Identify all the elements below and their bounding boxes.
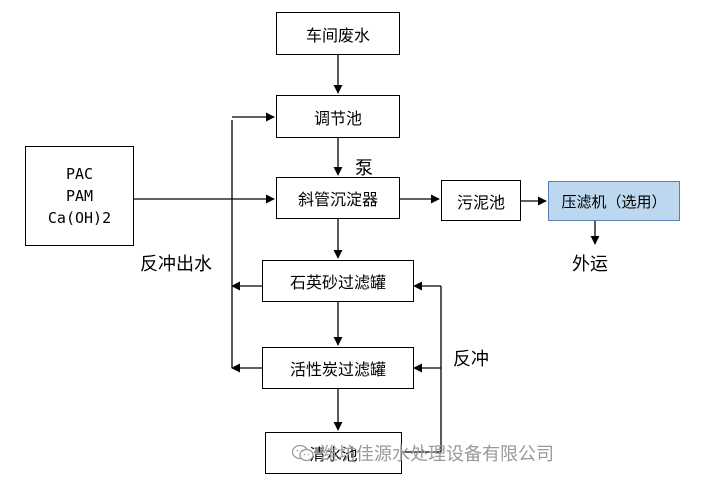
label-backwash: 反冲 bbox=[453, 349, 489, 370]
node-sludge-tank: 污泥池 bbox=[441, 180, 521, 221]
node-inclined-tube-settler: 斜管沉淀器 bbox=[276, 177, 400, 219]
chemical-dosing-box: PAC PAM Ca(OH)2 bbox=[25, 146, 134, 246]
node-activated-carbon-filter: 活性炭过滤罐 bbox=[262, 347, 414, 389]
node-regulating-tank: 调节池 bbox=[276, 95, 400, 138]
node-clear-water-tank: 清水池 bbox=[265, 432, 402, 474]
label-pump: 泵 bbox=[355, 158, 373, 179]
chemical-calcium-hydroxide: Ca(OH)2 bbox=[47, 209, 112, 227]
label-backwash-outlet: 反冲出水 bbox=[140, 254, 212, 275]
watermark-text: 潍坊佳源水处理设备有限公司 bbox=[320, 444, 554, 465]
chemical-pam: PAM bbox=[65, 187, 94, 205]
node-quartz-sand-filter: 石英砂过滤罐 bbox=[262, 260, 414, 302]
watermark: 潍坊佳源水处理设备有限公司 bbox=[292, 440, 554, 466]
label-transport-out: 外运 bbox=[572, 254, 608, 275]
chemical-pac: PAC bbox=[65, 165, 94, 183]
wechat-icon bbox=[292, 444, 314, 462]
node-workshop-wastewater: 车间废水 bbox=[276, 12, 400, 55]
node-filter-press: 压滤机（选用） bbox=[548, 181, 680, 221]
